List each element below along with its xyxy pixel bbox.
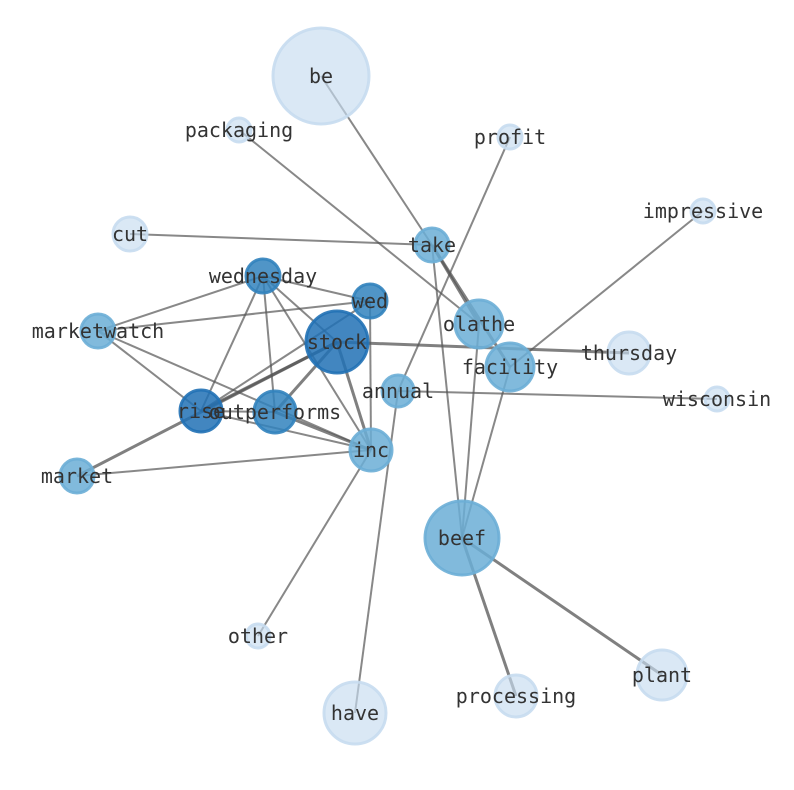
edge-beef-plant: [461, 536, 663, 677]
node-packaging: [225, 116, 253, 144]
edge-cut-take: [129, 233, 433, 246]
node-other: [244, 622, 272, 650]
node-be: [271, 26, 371, 126]
node-stock: [304, 309, 370, 375]
node-label-marketwatch: marketwatch: [32, 319, 164, 343]
node-cut: [111, 215, 149, 253]
node-beef: [423, 499, 501, 577]
node-inc: [348, 427, 394, 473]
node-label-be: be: [309, 64, 333, 88]
node-wisconsin: [703, 385, 731, 413]
edge-take-beef: [431, 244, 463, 539]
edge-market-inc: [76, 449, 372, 477]
node-label-beef: beef: [438, 526, 486, 550]
node-label-market: market: [41, 464, 113, 488]
node-label-annual: annual: [362, 379, 434, 403]
node-label-impressive: impressive: [643, 199, 763, 223]
node-label-thursday: thursday: [581, 341, 677, 365]
node-label-other: other: [228, 624, 288, 648]
node-impressive: [689, 197, 717, 225]
node-label-stock: stock: [307, 330, 367, 354]
node-take: [413, 226, 451, 264]
node-label-rise: rise: [177, 399, 225, 423]
edge-packaging-olathe: [238, 129, 480, 325]
edge-wednesday-outperforms: [262, 275, 276, 413]
edge-wednesday-marketwatch: [97, 275, 264, 332]
node-plant: [635, 648, 689, 702]
node-olathe: [453, 298, 505, 350]
node-label-take: take: [408, 233, 456, 257]
edge-inc-other: [257, 449, 372, 637]
node-processing: [493, 673, 539, 719]
node-label-olathe: olathe: [443, 312, 515, 336]
edge-wed-marketwatch: [97, 300, 371, 332]
node-label-wisconsin: wisconsin: [663, 387, 771, 411]
edge-wed-inc: [369, 300, 372, 451]
node-label-cut: cut: [112, 222, 148, 246]
node-profit: [496, 123, 524, 151]
node-label-packaging: packaging: [185, 118, 293, 142]
edge-wednesday-rise: [200, 275, 264, 412]
label-layer: be packaging profit impressive cut take wednes…: [32, 64, 771, 725]
node-marketwatch: [79, 312, 117, 350]
node-label-facility: facility: [462, 355, 558, 379]
node-facility: [484, 341, 536, 393]
node-label-profit: profit: [474, 125, 546, 149]
node-wednesday: [244, 257, 282, 295]
node-label-plant: plant: [632, 663, 692, 687]
node-wed: [351, 282, 389, 320]
node-market: [58, 457, 96, 495]
node-rise: [178, 388, 224, 434]
edge-marketwatch-inc: [97, 330, 372, 451]
node-label-wednesday: wednesday: [209, 264, 317, 288]
node-label-wed: wed: [352, 289, 388, 313]
node-label-inc: inc: [353, 438, 389, 462]
edge-annual-wisconsin: [397, 390, 718, 400]
node-have: [322, 680, 388, 746]
node-annual: [380, 373, 416, 409]
edge-impressive-facility: [509, 210, 704, 368]
node-layer: [58, 26, 731, 746]
node-thursday: [606, 330, 652, 376]
node-outperforms: [252, 389, 298, 435]
node-label-outperforms: outperforms: [209, 400, 341, 424]
node-label-have: have: [331, 701, 379, 725]
node-label-processing: processing: [456, 684, 576, 708]
edge-profit-annual: [397, 136, 511, 392]
